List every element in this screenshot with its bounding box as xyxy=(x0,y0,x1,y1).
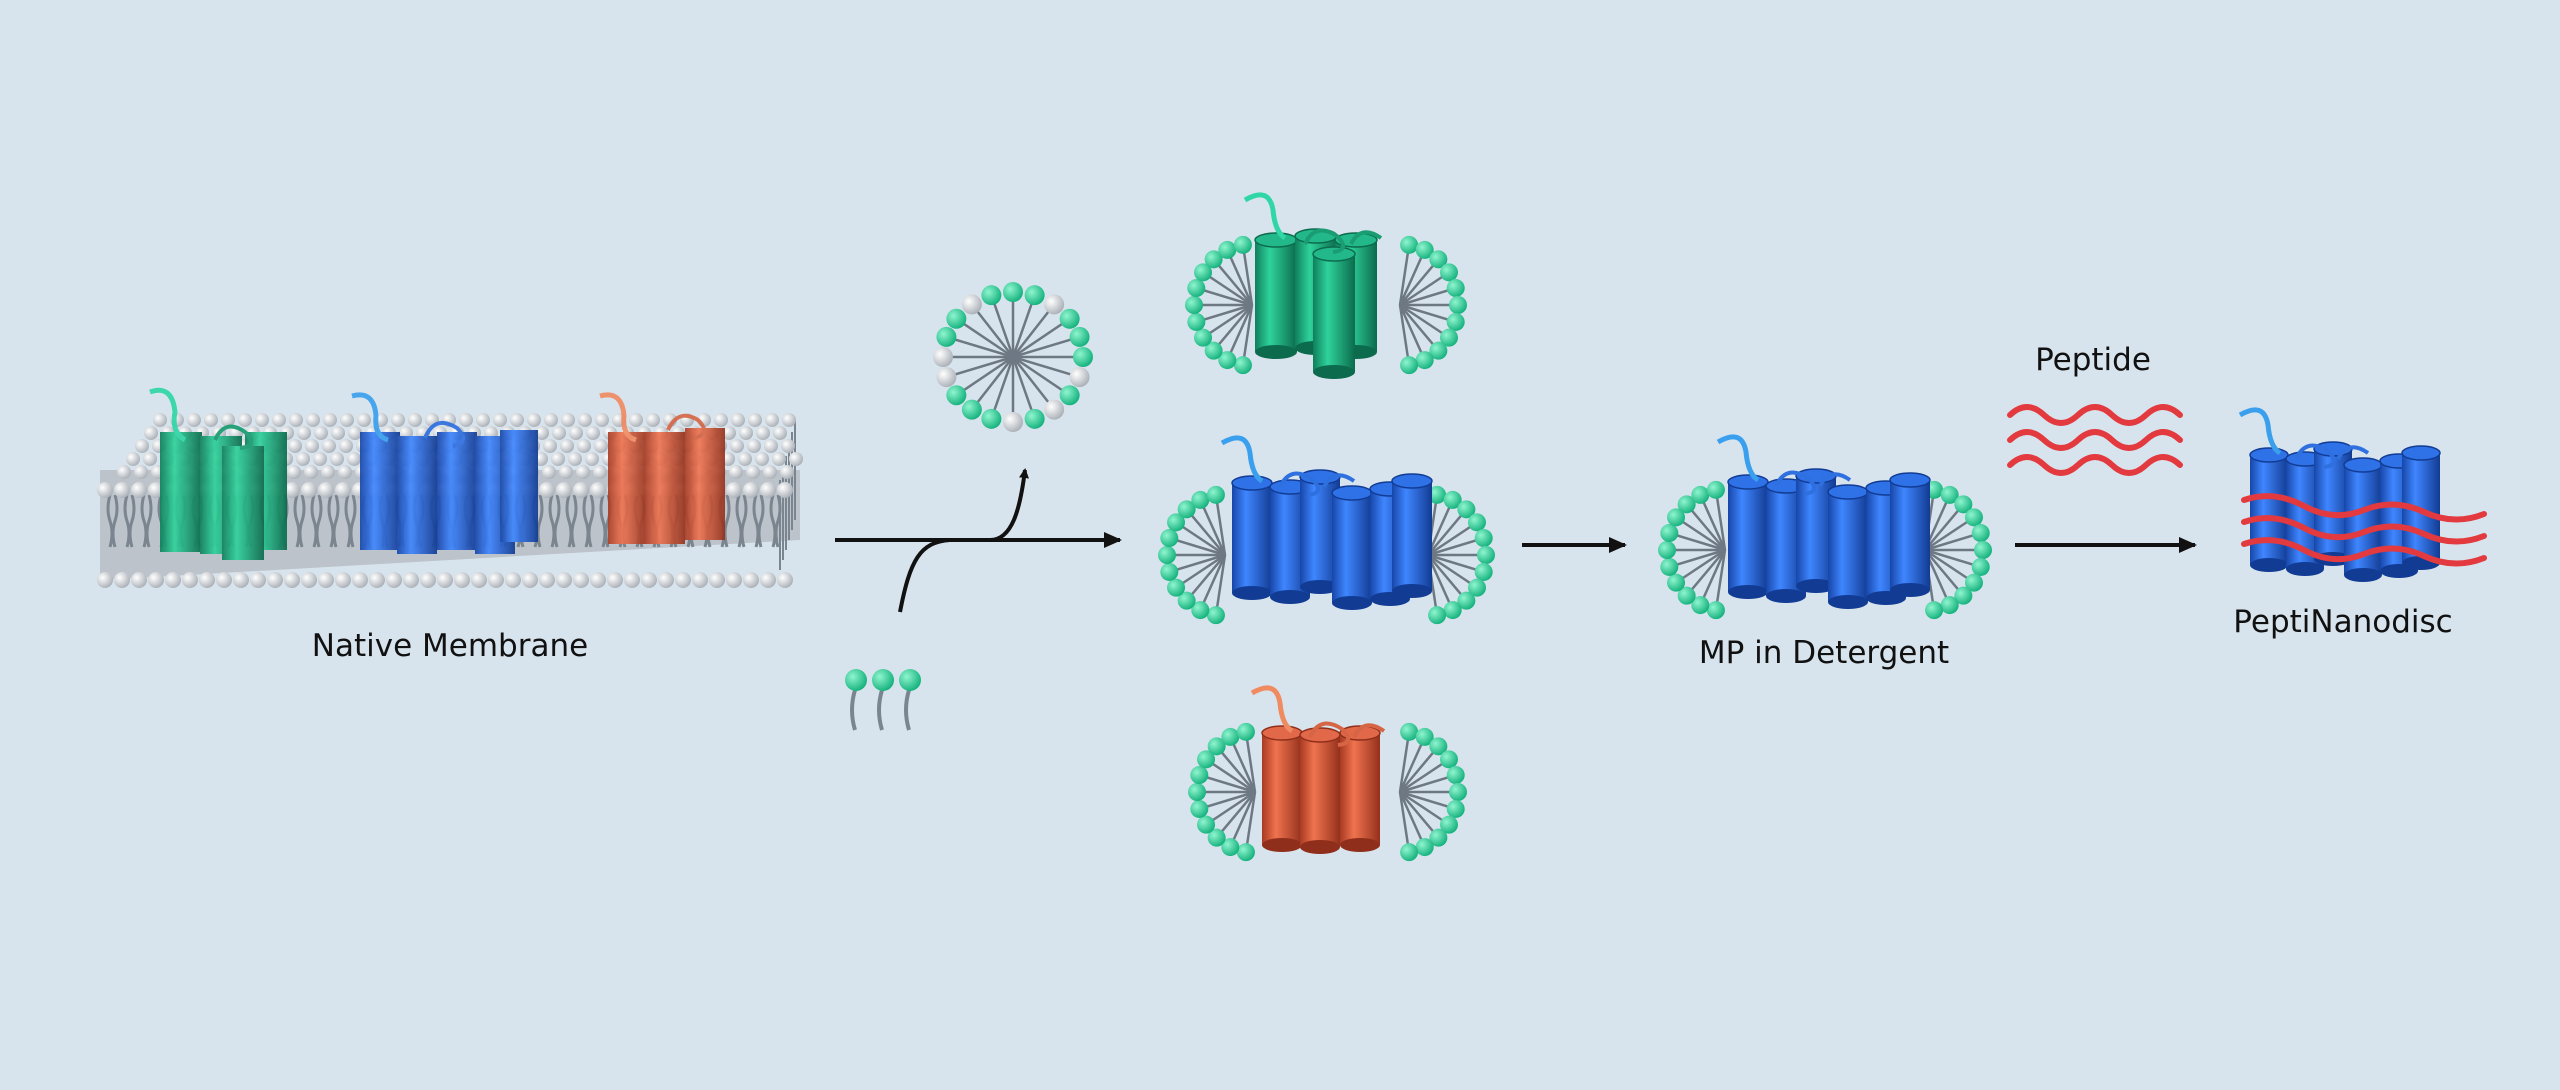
membrane-protein-green xyxy=(149,387,287,560)
native-membrane: Native Membrane xyxy=(97,387,803,664)
mp-in-detergent xyxy=(1658,434,1992,620)
detergent-step xyxy=(835,282,1122,731)
mp-in-detergent-label: MP in Detergent xyxy=(1699,635,1949,671)
peptinanodisc xyxy=(2238,407,2487,582)
native-membrane-label: Native Membrane xyxy=(312,628,588,664)
detergent-curve-arrow xyxy=(898,468,1029,613)
peptide-label: Peptide xyxy=(2035,342,2151,378)
solubilized-protein-blue xyxy=(1158,435,1495,625)
solubilized-protein-orange xyxy=(1188,685,1467,862)
peptide-group: Peptide xyxy=(2007,342,2183,476)
solubilized-protein-green xyxy=(1185,192,1467,379)
peptide-strands xyxy=(2007,404,2183,476)
membrane-protein-orange xyxy=(599,392,725,544)
peptinanodisc-label: PeptiNanodisc xyxy=(2233,604,2452,640)
detergent-monomers xyxy=(845,669,921,731)
membrane-protein-blue xyxy=(351,392,538,554)
empty-micelle xyxy=(933,282,1093,432)
